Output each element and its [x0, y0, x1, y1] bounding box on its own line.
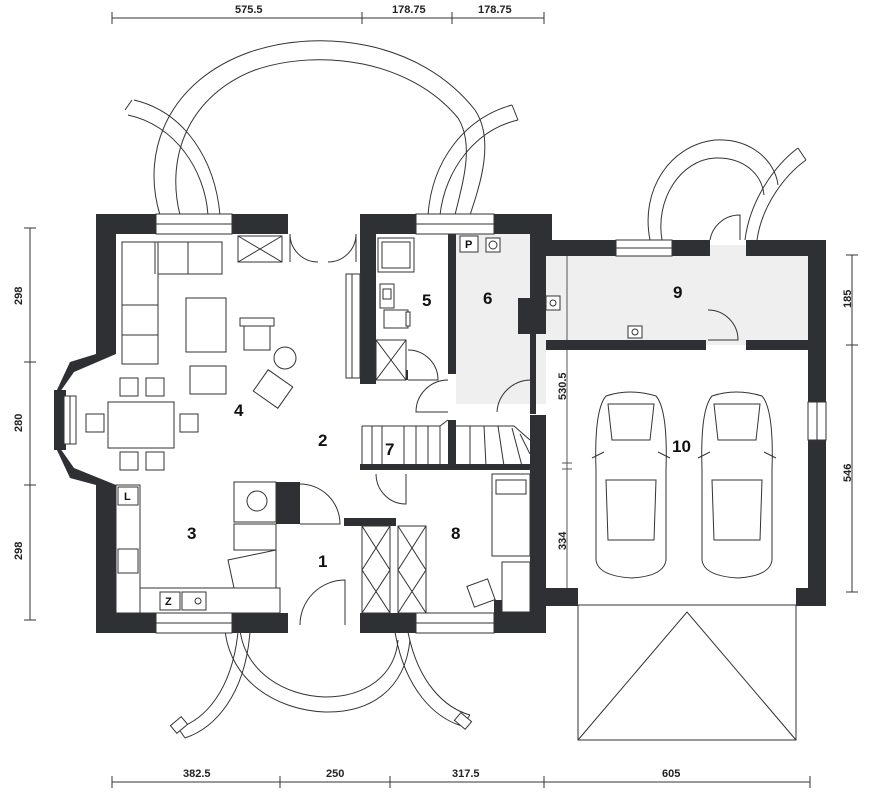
dim-right-1: 185	[842, 290, 854, 308]
dim-left-3: 298	[13, 542, 25, 560]
dim-bottom-2: 250	[326, 768, 344, 780]
room-label-9: 9	[673, 283, 682, 302]
cooker-mark: Z	[165, 596, 172, 608]
terrace-top	[124, 40, 519, 216]
dim-inner-1: 530.5	[557, 372, 569, 400]
kitchen-furniture	[115, 481, 281, 614]
doors	[289, 214, 741, 626]
room-label-4: 4	[234, 401, 244, 420]
dim-top-1: 575.5	[235, 4, 263, 16]
bedroom-furniture	[466, 473, 531, 613]
hall-wardrobes	[361, 525, 427, 614]
bathroom-fixtures	[375, 237, 643, 381]
garage-utility-floor	[546, 245, 808, 345]
dimension-right: 185 546	[842, 254, 858, 593]
stairs	[361, 419, 531, 467]
larder-mark: L	[124, 491, 131, 503]
dimension-top: 575.5 178.75 178.75	[111, 4, 545, 24]
dimension-inner: 530.5 334	[557, 246, 572, 600]
cars	[591, 391, 777, 579]
terrace-bottom	[169, 629, 473, 739]
room-label-3: 3	[187, 524, 196, 543]
boiler-mark: P	[465, 239, 472, 251]
dim-right-2: 546	[842, 464, 854, 482]
dim-inner-2: 334	[557, 531, 569, 550]
dim-top-3: 178.75	[478, 4, 512, 16]
room-labels: 1 2 3 4 5 6 7 8 9 10	[187, 283, 691, 571]
dim-left-2: 280	[13, 414, 25, 432]
room-label-5: 5	[422, 291, 431, 310]
dimension-left: 298 280 298	[13, 227, 36, 621]
carport	[577, 604, 797, 741]
room-label-1: 1	[318, 552, 327, 571]
terrace-garage	[647, 139, 807, 241]
living-room-furniture	[121, 235, 361, 409]
dim-top-2: 178.75	[392, 4, 426, 16]
room-label-7: 7	[385, 440, 394, 459]
dimension-bottom: 382.5 250 317.5 605	[111, 768, 811, 788]
walls	[54, 214, 826, 633]
dim-bottom-1: 382.5	[183, 768, 211, 780]
fixture-marks: L P Z	[117, 235, 479, 611]
room-label-6: 6	[483, 289, 492, 308]
dining-table	[63, 377, 199, 471]
room-label-2: 2	[318, 431, 327, 450]
room-label-10: 10	[672, 437, 691, 456]
room-label-8: 8	[451, 524, 460, 543]
windows	[155, 213, 827, 634]
dim-left-1: 298	[13, 287, 25, 305]
dim-bottom-4: 605	[662, 768, 680, 780]
car-left	[591, 391, 671, 579]
dim-bottom-3: 317.5	[452, 768, 480, 780]
car-right	[697, 391, 777, 579]
